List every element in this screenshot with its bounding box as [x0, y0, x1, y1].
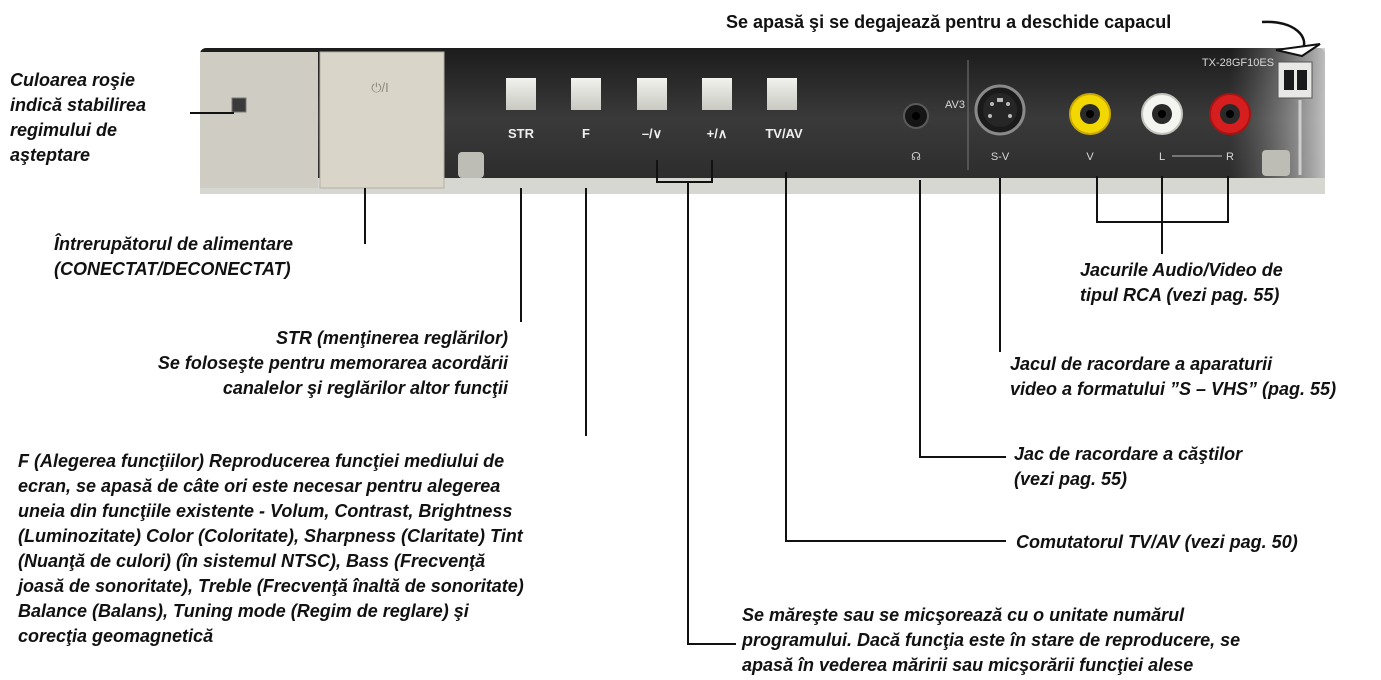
svhs-callout: Jacul de racordare a aparaturii video a …: [1010, 352, 1336, 402]
svhs-line-2: video a formatului ”S – VHS” (pag. 55): [1010, 379, 1337, 399]
str-callout: STR (menţinerea reglărilor) Se foloseşte…: [158, 326, 508, 401]
minus-down-button-label: –/∨: [642, 126, 662, 141]
program-line-3: apasă în vederea măririi sau micşorării …: [742, 655, 1194, 675]
f-line-3: uneia din funcţiile existente - Volum, C…: [18, 501, 513, 521]
power-line-1: Întrerupătorul de alimentare: [54, 234, 294, 254]
f-line-6: joasă de sonoritate), Treble (Frecvenţă …: [18, 576, 524, 596]
right-hinge: [1262, 150, 1290, 176]
f-line-5: (Nuanţă de culori) (în sistemul NTSC), B…: [18, 551, 486, 571]
rca-jack-audio-right: [1209, 93, 1251, 135]
headphones-line-1: Jac de racordare a căştilor: [1014, 444, 1243, 464]
rca-jack-audio-left: [1141, 93, 1183, 135]
standby-strip: [200, 52, 318, 188]
minus-down-button: [637, 78, 667, 110]
rca-label-l: L: [1159, 151, 1165, 163]
rca-callout: Jacurile Audio/Video de tipul RCA (vezi …: [1080, 258, 1283, 308]
plus-up-button-label: +/∧: [707, 126, 728, 141]
cover-arrow: [1261, 20, 1306, 51]
f-line-8: corecţia geomagnetică: [18, 626, 214, 646]
cover-release-callout: Se apasă şi se degajează pentru a deschi…: [726, 10, 1171, 35]
standby-line-3: regimului de: [10, 120, 118, 140]
power-line-2: (CONECTAT/DECONECTAT): [54, 259, 291, 279]
str-line-1: STR (menţinerea reglărilor): [275, 328, 508, 348]
model-label: TX-28GF10ES: [1202, 57, 1274, 69]
leader-program: [687, 182, 736, 645]
str-button-label: STR: [508, 126, 535, 141]
headphone-icon: ☊: [911, 151, 921, 163]
svhs-line-1: Jacul de racordare a aparaturii: [1010, 354, 1273, 374]
str-line-2: Se foloseşte pentru memorarea acordării: [157, 353, 508, 373]
standby-line-1: Culoarea roşie: [10, 70, 136, 90]
plus-up-button: [702, 78, 732, 110]
rca-line-1: Jacurile Audio/Video de: [1080, 260, 1283, 280]
str-button: [506, 78, 536, 110]
f-line-1: F (Alegerea funcţiilor) Reproducerea fun…: [18, 451, 505, 471]
str-line-3: canalelor şi reglărilor altor funcţii: [222, 378, 508, 398]
leader-program-bracket: [656, 160, 713, 183]
rca-label-v: V: [1086, 151, 1094, 163]
standby-line-4: aşteptare: [10, 145, 91, 165]
left-hinge: [458, 152, 484, 178]
f-line-7: Balance (Balans), Tuning mode (Regim de …: [18, 601, 469, 621]
tvav-button-label: TV/AV: [765, 126, 803, 141]
button-row: STR F –/∨ +/∧ TV/AV: [506, 78, 803, 141]
f-line-2: ecran, se apasă de câte ori este necesar…: [18, 476, 501, 496]
f-callout: F (Alegerea funcţiilor) Reproducerea fun…: [18, 449, 524, 649]
power-button: [319, 51, 445, 189]
standby-callout: Culoarea roşie indică stabilirea regimul…: [10, 68, 146, 168]
leader-tvav: [785, 172, 1006, 542]
f-button-label: F: [582, 126, 590, 141]
standby-indicator: [231, 97, 247, 113]
tvav-line-1: Comutatorul TV/AV (vezi pag. 50): [1016, 532, 1298, 552]
headphones-line-2: (vezi pag. 55): [1014, 469, 1128, 489]
f-line-4: (Luminozitate) Color (Coloritate), Sharp…: [18, 526, 523, 546]
rca-label-r: R: [1226, 151, 1234, 163]
tvav-callout: Comutatorul TV/AV (vezi pag. 50): [1016, 530, 1298, 555]
headphones-callout: Jac de racordare a căştilor (vezi pag. 5…: [1014, 442, 1242, 492]
av3-label: AV3: [945, 99, 965, 111]
cover-release-text: Se apasă şi se degajează pentru a deschi…: [726, 12, 1172, 32]
leader-lines: [190, 112, 1229, 645]
f-button: [571, 78, 601, 110]
leader-headphones: [919, 180, 1006, 458]
headphone-jack-hole: [912, 112, 920, 120]
panel-bottom-trim: [200, 178, 1325, 194]
program-callout: Se măreşte sau se micşorează cu o unitat…: [742, 603, 1240, 678]
rca-line-2: tipul RCA (vezi pag. 55): [1080, 285, 1280, 305]
tvav-button: [767, 78, 797, 110]
power-callout: Întrerupătorul de alimentare (CONECTAT/D…: [54, 232, 293, 282]
svideo-label: S-V: [991, 151, 1010, 163]
power-symbol: ⏻/I: [371, 80, 389, 95]
standby-line-2: indică stabilirea: [10, 95, 147, 115]
program-line-1: Se măreşte sau se micşorează cu o unitat…: [742, 605, 1185, 625]
program-line-2: programului. Dacă funcţia este în stare …: [742, 630, 1241, 650]
rca-jack-video: [1069, 93, 1111, 135]
